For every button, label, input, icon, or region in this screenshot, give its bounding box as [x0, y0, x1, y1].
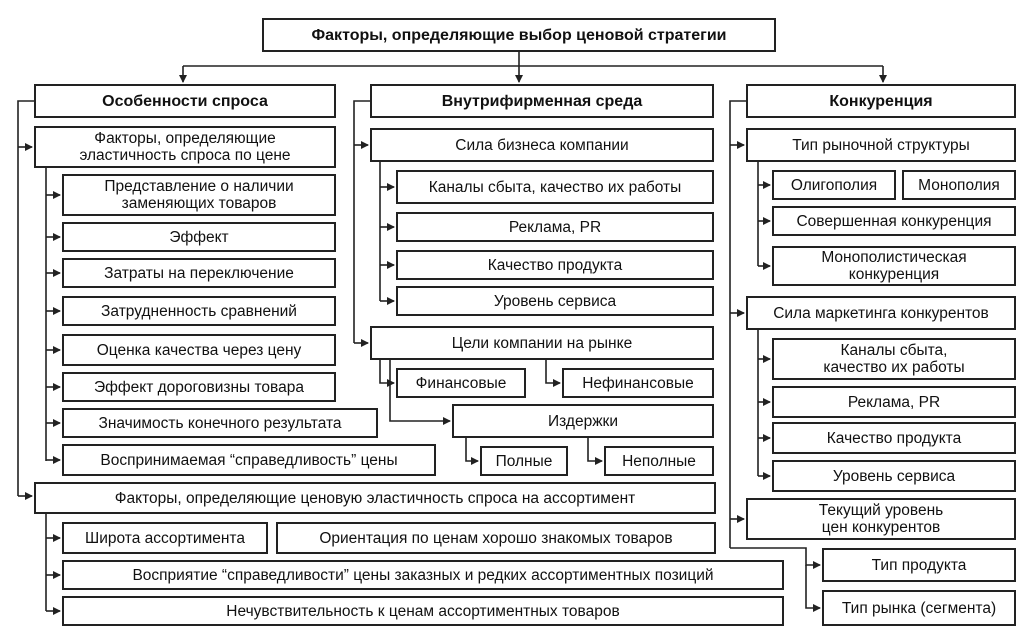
elasticity-item-switching-costs: Затраты на переключение: [62, 258, 336, 288]
header-competition: Конкуренция: [746, 84, 1016, 118]
elasticity-item-effect: Эффект: [62, 222, 336, 252]
elasticity-item-quality-price: Оценка качества через цену: [62, 334, 336, 366]
business-strength-box: Сила бизнеса компании: [370, 128, 714, 162]
elasticity-factors-box: Факторы, определяющие эластичность спрос…: [34, 126, 336, 168]
market-item-monopoly: Монополия: [902, 170, 1016, 200]
arrow-to-market-type: [805, 565, 821, 612]
assortment-item-known-prices: Ориентация по ценам хорошо знакомых това…: [276, 522, 716, 554]
strength-item-channels: Каналы сбыта, качество их работы: [396, 170, 714, 204]
strength-item-service: Уровень сервиса: [396, 286, 714, 316]
market-structure-box: Тип рыночной структуры: [746, 128, 1016, 162]
competition-spine: [729, 100, 746, 548]
header-internal: Внутрифирменная среда: [370, 84, 714, 118]
competitor-price-level-box: Текущий уровень цен конкурентов: [746, 498, 1016, 540]
market-item-monopolistic: Монополистическая конкуренция: [772, 246, 1016, 286]
elasticity-item-end-result: Значимость конечного результата: [62, 408, 378, 438]
marketing-item-channels: Каналы сбыта, качество их работы: [772, 338, 1016, 380]
marketing-item-service: Уровень сервиса: [772, 460, 1016, 492]
arrow-to-partial: [587, 438, 603, 465]
goals-item-nonfinancial: Нефинансовые: [562, 368, 714, 398]
costs-item-partial: Неполные: [604, 446, 714, 476]
assortment-factors-box: Факторы, определяющие ценовую эластичнос…: [34, 482, 716, 514]
elasticity-item-substitutes: Представление о наличии заменяющих товар…: [62, 174, 336, 216]
arrow-to-product-type: [730, 547, 821, 569]
strength-item-advertising: Реклама, PR: [396, 212, 714, 242]
demand-spine: [17, 100, 34, 496]
marketing-item-advertising: Реклама, PR: [772, 386, 1016, 418]
goals-item-financial: Финансовые: [396, 368, 526, 398]
strength-item-product-quality: Качество продукта: [396, 250, 714, 280]
header-demand: Особенности спроса: [34, 84, 336, 118]
elasticity-item-fairness: Воспринимаемая “справедливость” цены: [62, 444, 436, 476]
marketing-item-product-quality: Качество продукта: [772, 422, 1016, 454]
assortment-item-rare-positions: Восприятие “справедливости” цены заказны…: [62, 560, 784, 590]
company-goals-box: Цели компании на рынке: [370, 326, 714, 360]
market-item-oligopoly: Олигополия: [772, 170, 896, 200]
assortment-item-width: Широта ассортимента: [62, 522, 268, 554]
assortment-item-insensitivity: Нечувствительность к ценам ассортиментны…: [62, 596, 784, 626]
elasticity-item-expensiveness: Эффект дороговизны товара: [62, 372, 336, 402]
costs-box: Издержки: [452, 404, 714, 438]
competitor-marketing-box: Сила маркетинга конкурентов: [746, 296, 1016, 330]
costs-item-full: Полные: [480, 446, 568, 476]
arrow-to-costs: [389, 360, 451, 425]
arrow-to-financial: [379, 360, 395, 387]
internal-spine: [353, 100, 370, 343]
market-type-box: Тип рынка (сегмента): [822, 590, 1016, 626]
elasticity-item-comparison: Затрудненность сравнений: [62, 296, 336, 326]
product-type-box: Тип продукта: [822, 548, 1016, 582]
arrow-to-nonfinancial: [545, 360, 561, 387]
arrow-to-full: [465, 438, 479, 465]
market-item-perfect: Совершенная конкуренция: [772, 206, 1016, 236]
main-title: Факторы, определяющие выбор ценовой стра…: [262, 18, 776, 52]
